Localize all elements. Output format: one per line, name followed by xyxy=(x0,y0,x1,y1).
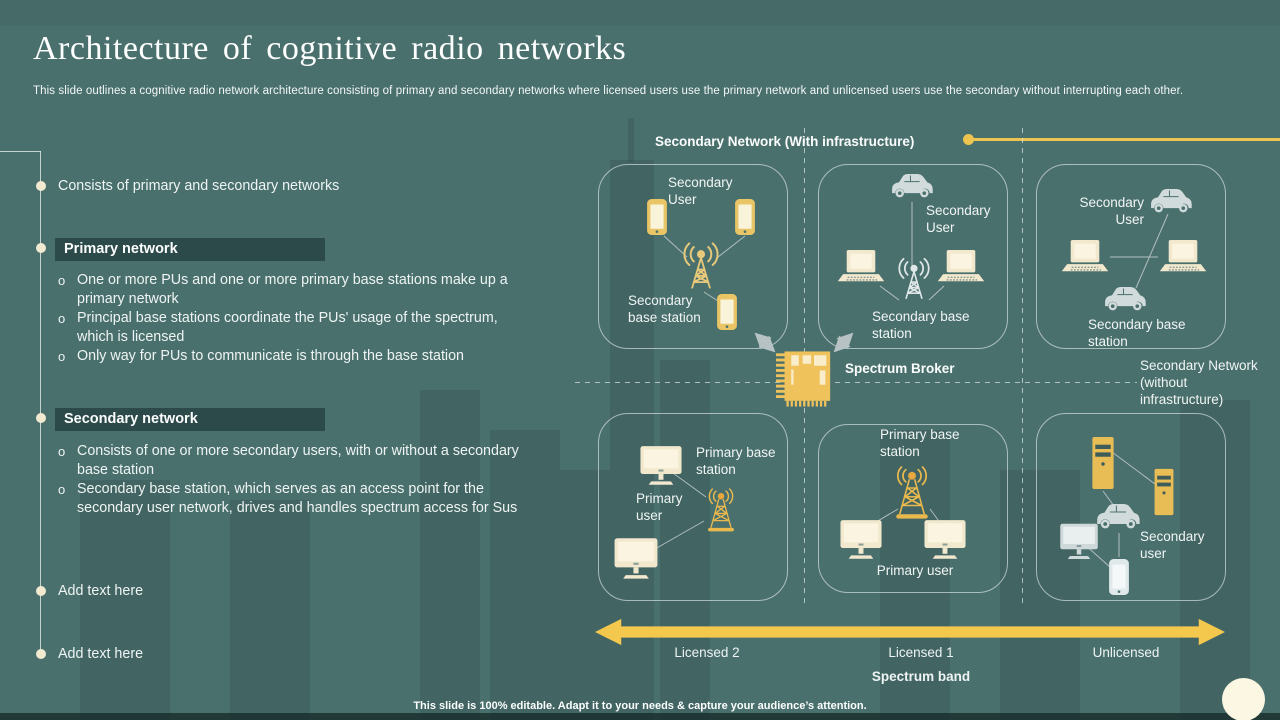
smartphone-icon xyxy=(646,197,668,237)
connector-line-horizontal xyxy=(0,151,41,152)
spectrum-arrow-icon xyxy=(572,617,1248,647)
monitor-icon xyxy=(838,518,884,560)
bullet-dot xyxy=(36,586,46,596)
radio-tower-icon xyxy=(674,235,728,295)
list-item: Principal base stations coordinate the P… xyxy=(58,309,538,347)
monitor-icon xyxy=(922,518,968,560)
band-label-licensed-1: Licensed 1 xyxy=(888,645,954,660)
double-arrow-icon xyxy=(754,332,854,353)
laptop-icon xyxy=(1158,238,1208,276)
accent-line xyxy=(973,138,1280,141)
chip-icon xyxy=(776,349,833,409)
section-heading-primary-network: Primary network xyxy=(55,238,325,261)
bullet-dot xyxy=(36,181,46,191)
box6-user-label: Secondary user xyxy=(1140,529,1205,561)
bullet-dot xyxy=(36,413,46,423)
smartphone-icon xyxy=(716,292,738,332)
box4-base-label: Primary base station xyxy=(696,445,776,477)
laptop-icon xyxy=(836,248,886,286)
diagram-right-label: Secondary Network (without infrastructur… xyxy=(1140,358,1258,407)
section-heading-secondary-network: Secondary network xyxy=(55,408,325,431)
spectrum-broker-label: Spectrum Broker xyxy=(845,361,955,376)
network-box-secondary-adhoc xyxy=(1036,164,1226,349)
bullet-dot xyxy=(36,243,46,253)
box3-user-label: Secondary User xyxy=(1079,195,1144,227)
car-icon xyxy=(1094,501,1142,531)
box5-user-label: Primary user xyxy=(876,563,954,578)
list-item: Secondary base station, which serves as … xyxy=(58,480,538,518)
box2-base-label: Secondary base station xyxy=(872,309,970,341)
accent-dot xyxy=(963,134,974,145)
network-box-secondary-adhoc-2 xyxy=(1036,413,1226,601)
placeholder-text-2: Add text here xyxy=(58,646,144,662)
connector-line-vertical xyxy=(40,151,41,655)
network-box-secondary-1 xyxy=(598,164,788,349)
laptop-icon xyxy=(936,248,986,286)
network-box-primary-1 xyxy=(598,413,788,601)
server-icon xyxy=(1090,436,1116,490)
laptop-icon xyxy=(1060,238,1110,276)
smartphone-icon xyxy=(1108,557,1130,597)
list-item: One or more PUs and one or more primary … xyxy=(58,271,538,309)
primary-network-list: One or more PUs and one or more primary … xyxy=(58,271,538,366)
diagram-top-label: Secondary Network (With infrastructure) xyxy=(655,134,915,149)
slide-subtitle: This slide outlines a cognitive radio ne… xyxy=(33,85,1184,97)
network-box-primary-2 xyxy=(818,424,1008,593)
bullet-item-overview: Consists of primary and secondary networ… xyxy=(58,178,340,194)
box3-base-label: Secondary base station xyxy=(1088,317,1186,349)
lattice-tower-icon xyxy=(698,487,744,537)
dashed-divider-horizontal xyxy=(575,382,1137,383)
car-icon xyxy=(889,171,935,200)
car-icon xyxy=(1102,284,1148,313)
monitor-icon xyxy=(612,536,660,580)
bullet-dot xyxy=(36,649,46,659)
spectrum-band-label: Spectrum band xyxy=(871,669,971,684)
box5-base-label: Primary base station xyxy=(880,427,960,459)
secondary-network-list: Consists of one or more secondary users,… xyxy=(58,442,538,518)
server-icon xyxy=(1152,468,1176,516)
band-label-unlicensed: Unlicensed xyxy=(1092,645,1160,660)
network-box-secondary-2 xyxy=(818,164,1008,349)
band-label-licensed-2: Licensed 2 xyxy=(674,645,740,660)
decorative-circle xyxy=(1222,678,1265,720)
placeholder-text-1: Add text here xyxy=(58,583,144,599)
box4-user-label: Primary user xyxy=(636,491,683,523)
dashed-divider-vertical-2 xyxy=(1022,128,1023,606)
footer-note: This slide is 100% editable. Adapt it to… xyxy=(413,700,867,712)
box1-base-label: Secondary base station xyxy=(628,293,701,325)
list-item: Only way for PUs to communicate is throu… xyxy=(58,347,538,366)
car-icon xyxy=(1148,186,1194,215)
page-title: Architecture of cognitive radio networks xyxy=(33,30,627,67)
lattice-tower-icon xyxy=(884,464,940,526)
box1-user-label: Secondary User xyxy=(668,175,733,207)
box2-user-label: Secondary User xyxy=(926,203,991,235)
monitor-icon xyxy=(1058,522,1100,560)
list-item: Consists of one or more secondary users,… xyxy=(58,442,538,480)
monitor-icon xyxy=(638,444,684,486)
radio-tower-icon xyxy=(890,251,938,305)
smartphone-icon xyxy=(734,197,756,237)
